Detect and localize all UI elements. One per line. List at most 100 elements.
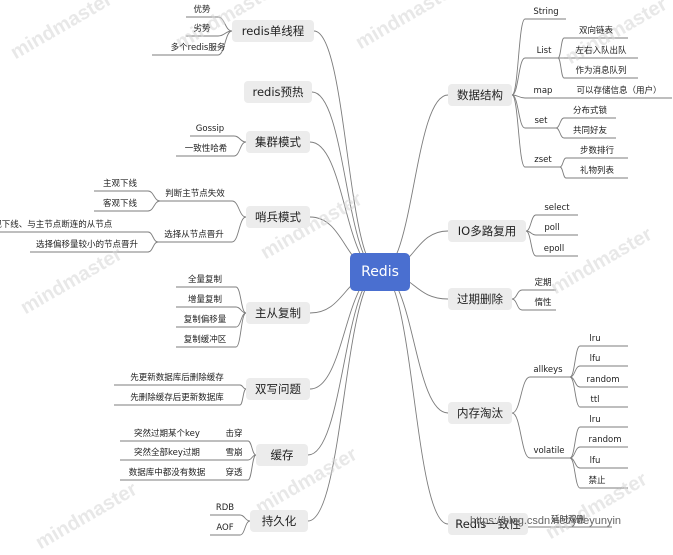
root-connector [307, 271, 381, 456]
root-connector [379, 94, 449, 273]
leaf-gift-list: 礼物列表 [579, 166, 615, 176]
connector [511, 18, 526, 96]
source-url: https://blog.csdn.net/yueyunyin [470, 515, 622, 527]
leaf-epoll: epoll [543, 244, 565, 254]
leaf-volatile-forbid: 禁止 [588, 476, 606, 486]
leaf-disadvantage: 劣势 [193, 24, 211, 34]
leaf-choose-offset: 选择偏移量较小的节点晋升 [35, 240, 139, 250]
leaf-volatile-lfu: lfu [589, 456, 601, 466]
leaf-volatile-lru: lru [589, 415, 601, 425]
branch-double-write[interactable]: 双写问题 [246, 378, 310, 400]
leaf-select: select [544, 203, 570, 213]
connector [511, 94, 526, 129]
connector [239, 514, 251, 522]
connector [559, 157, 567, 168]
connector [569, 457, 581, 489]
leaf-aof: AOF [216, 523, 234, 533]
connector [231, 200, 247, 218]
leaf-key-expire: 突然过期某个key [134, 429, 200, 439]
leaf-penetration: 穿透 [225, 468, 243, 478]
ds-map: map [533, 86, 553, 96]
root-connector [379, 271, 449, 414]
connector [569, 365, 581, 378]
connector [511, 376, 531, 414]
leaf-full-copy: 全量复制 [187, 275, 223, 285]
connector [525, 214, 537, 232]
leaf-objective-down: 客观下线 [102, 199, 138, 209]
leaf-consistent-hash: 一致性哈希 [184, 144, 228, 154]
connector [569, 376, 581, 408]
connector [511, 57, 526, 96]
root-connector [311, 91, 381, 273]
leaf-lazy: 惰性 [534, 298, 552, 308]
connector [525, 230, 537, 257]
leaf-breakdown: 击穿 [225, 429, 243, 439]
root-connector [379, 271, 449, 525]
ds-zset: zset [534, 155, 552, 165]
connector [217, 30, 233, 56]
leaf-rdb: RDB [215, 503, 235, 513]
leaf-periodic: 定期 [534, 278, 552, 288]
connector [559, 166, 567, 179]
leaf-avalanche: 雪崩 [225, 448, 243, 458]
branch-replication[interactable]: 主从复制 [246, 302, 310, 324]
connector [235, 312, 247, 348]
root-connector [307, 271, 381, 522]
eviction-allkeys: allkeys [533, 365, 563, 375]
connector [569, 446, 581, 459]
leaf-volatile-random: random [588, 435, 622, 445]
eviction-volatile: volatile [533, 446, 565, 456]
leaf-allkeys-random: random [586, 375, 620, 385]
connector [557, 37, 565, 59]
leaf-gossip: Gossip [195, 124, 225, 134]
leaf-delete-cache-first: 先删除缓存后更新数据库 [130, 393, 224, 403]
sentinel-elect: 选择从节点晋升 [164, 230, 224, 240]
leaf-store-info: 可以存储信息（用户） [576, 86, 662, 96]
branch-cache[interactable]: 缓存 [256, 444, 308, 466]
connector [147, 231, 159, 243]
leaf-delayed-double-delete: 延时双删 [550, 515, 586, 525]
connector [511, 289, 523, 300]
branch-cluster[interactable]: 集群模式 [246, 131, 310, 153]
leaf-allkeys-lru: lru [589, 334, 601, 344]
leaf-message-queue: 作为消息队列 [575, 66, 627, 76]
branch-data-structures[interactable]: 数据结构 [448, 84, 512, 106]
connector [569, 426, 581, 459]
connector [557, 57, 565, 79]
branch-preheat[interactable]: redis预热 [244, 81, 312, 103]
branch-memory-eviction[interactable]: 内存淘汰 [448, 402, 512, 424]
leaf-advantage: 优势 [193, 5, 211, 15]
connector [511, 412, 531, 459]
branch-single-thread[interactable]: redis单线程 [232, 20, 314, 42]
connector [247, 440, 257, 456]
leaf-subjective-down: 主观下线 [102, 179, 138, 189]
connector [511, 298, 523, 311]
leaf-multi-redis: 多个redis服务 [170, 43, 226, 53]
connector [147, 241, 159, 253]
leaf-dist-lock: 分布式锁 [572, 106, 608, 116]
branch-persistence[interactable]: 持久化 [250, 510, 308, 532]
leaf-step-rank: 步数排行 [579, 146, 615, 156]
branch-consistency[interactable]: Redis一致性 [448, 513, 528, 535]
leaf-linked-list: 双向链表 [578, 26, 614, 36]
branch-io-multiplexing[interactable]: IO多路复用 [448, 220, 526, 242]
leaf-copy-offset: 复制偏移量 [183, 315, 227, 325]
connector [239, 520, 251, 536]
connector [511, 94, 526, 168]
ds-string: String [533, 7, 559, 17]
connector [569, 345, 581, 378]
root-node[interactable]: Redis [350, 253, 410, 291]
branch-sentinel[interactable]: 哨兵模式 [246, 206, 310, 228]
connector [235, 306, 247, 314]
connector [231, 216, 247, 243]
leaf-eliminate-slaves: 淘汰客观下线、与主节点断连的从节点 [0, 220, 113, 230]
connector [233, 141, 247, 157]
leaf-allkeys-lfu: lfu [589, 354, 601, 364]
branch-expire-delete[interactable]: 过期删除 [448, 288, 512, 310]
connector [555, 127, 565, 139]
leaf-common-friends: 共同好友 [572, 126, 608, 136]
connector [147, 200, 161, 212]
sentinel-judge: 判断主节点失效 [165, 189, 225, 199]
connector [555, 117, 565, 129]
